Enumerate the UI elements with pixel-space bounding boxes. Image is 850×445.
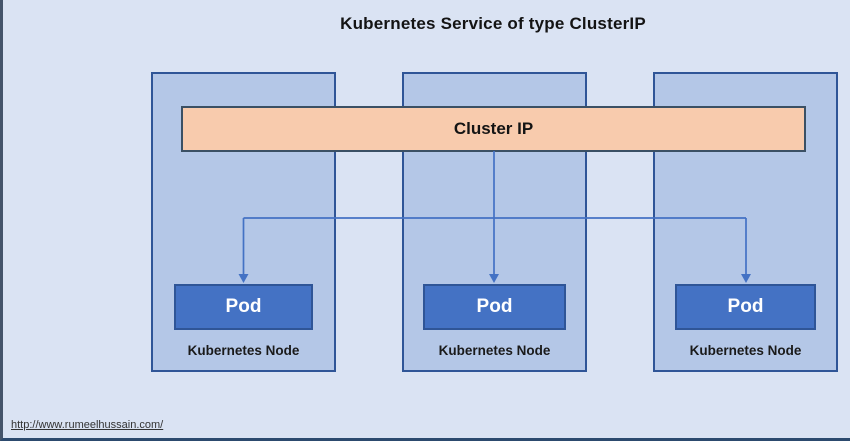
kubernetes-node-label-2: Kubernetes Node bbox=[438, 343, 551, 358]
kubernetes-node-label-3: Kubernetes Node bbox=[689, 343, 802, 358]
cluster-ip-bar: Cluster IP bbox=[181, 106, 806, 152]
pod-label-3: Pod bbox=[727, 296, 764, 317]
pod-label-2: Pod bbox=[476, 296, 513, 317]
pod-box-2: Pod bbox=[423, 284, 566, 330]
pod-label-1: Pod bbox=[225, 296, 262, 317]
cluster-ip-label: Cluster IP bbox=[453, 119, 534, 138]
footer-url-link[interactable]: http://www.rumeelhussain.com/ bbox=[11, 419, 164, 431]
diagram-title: Kubernetes Service of type ClusterIP bbox=[340, 14, 646, 33]
pod-box-3: Pod bbox=[675, 284, 816, 330]
pod-box-1: Pod bbox=[174, 284, 313, 330]
kubernetes-node-label-1: Kubernetes Node bbox=[187, 343, 300, 358]
